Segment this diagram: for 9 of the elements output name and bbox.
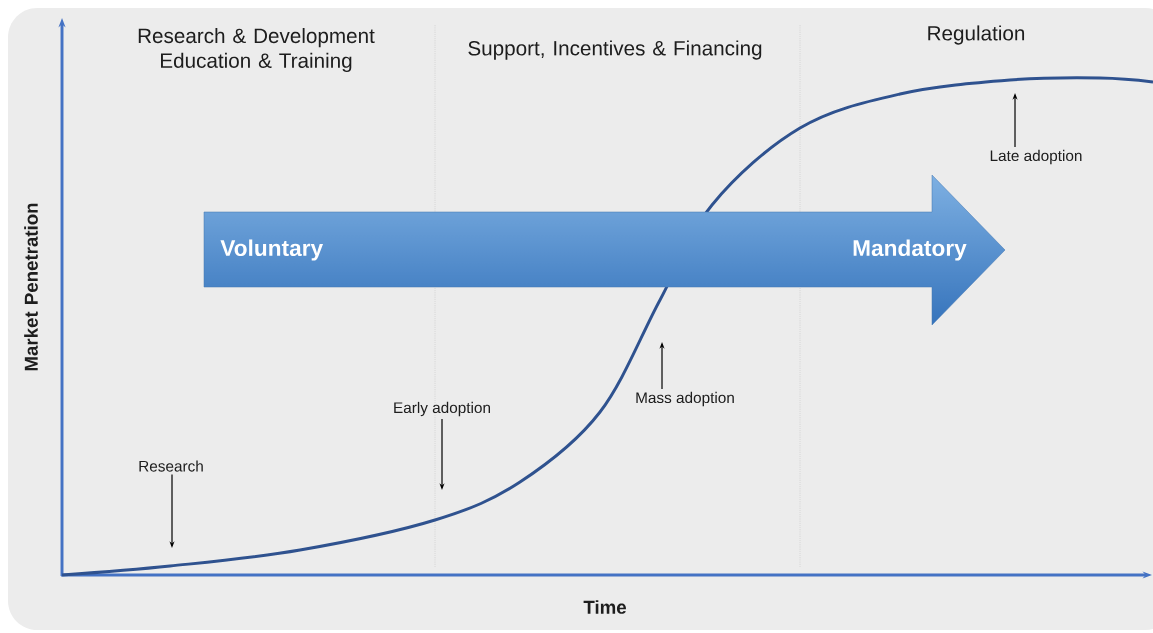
phase-heading: Regulation (928, 25, 1025, 45)
phase-heading: Support, Incentives & Financing (468, 40, 762, 60)
axis-label: Market Penetration (24, 203, 38, 371)
annotation-label: Early adoption (394, 401, 490, 417)
phase-heading: Research & Development Education & Training (138, 28, 375, 73)
annotation-label: Mass adoption (636, 391, 734, 407)
annotation-label: Late adoption (990, 149, 1082, 165)
axis-label: Time (583, 600, 626, 614)
annotation-label: Research (139, 460, 203, 472)
